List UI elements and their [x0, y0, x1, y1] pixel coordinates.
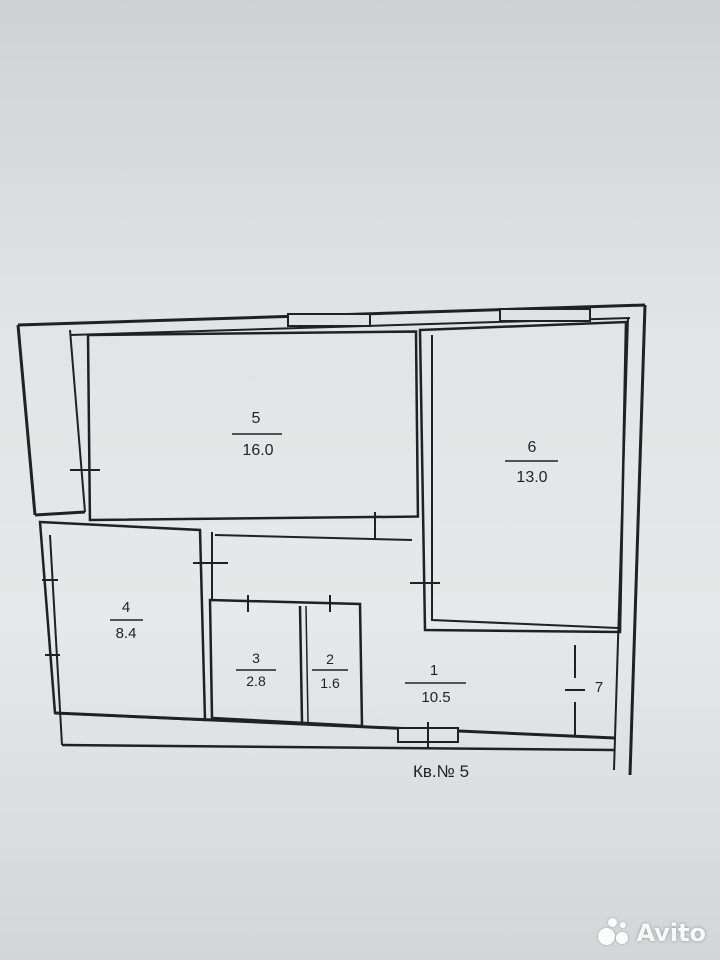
room-6-outline	[418, 320, 628, 634]
outer-wall-bottom	[54, 711, 616, 740]
balcony-left-outline	[16, 324, 37, 516]
outer-wall-right	[628, 304, 647, 776]
room-4-outline	[38, 520, 207, 722]
rooms-3-2-outline	[208, 598, 364, 728]
balcony-7-number: 7	[595, 679, 603, 696]
room-5-number: 5	[252, 410, 261, 427]
avito-watermark: Avito	[596, 916, 706, 950]
room-6-number: 6	[528, 439, 537, 456]
room-2-label: 2 1.6	[312, 651, 348, 691]
room-2-area: 1.6	[320, 675, 340, 691]
window-top-2	[499, 308, 591, 322]
avito-logo-icon	[596, 916, 630, 950]
room-5-label: 5 16.0	[232, 410, 282, 459]
apartment-label: Кв.№ 5	[413, 762, 469, 781]
room-6-label: 6 13.0	[505, 439, 558, 486]
window-top-1	[287, 313, 371, 327]
room-3-area: 2.8	[246, 673, 266, 689]
room-4-label: 4 8.4	[110, 599, 143, 642]
room-1-number: 1	[430, 662, 438, 679]
watermark-text: Avito	[636, 919, 706, 947]
room-3-number: 3	[252, 650, 260, 666]
room-5-area: 16.0	[242, 442, 273, 459]
room-3-label: 3 2.8	[236, 650, 276, 689]
room-4-number: 4	[122, 599, 130, 616]
room-4-area: 8.4	[116, 625, 137, 642]
room-6-area: 13.0	[516, 469, 547, 486]
room-1-label: 1 10.5	[405, 662, 466, 706]
room-1-area: 10.5	[421, 689, 450, 706]
room-5-outline	[86, 330, 420, 522]
room-2-number: 2	[326, 651, 334, 667]
